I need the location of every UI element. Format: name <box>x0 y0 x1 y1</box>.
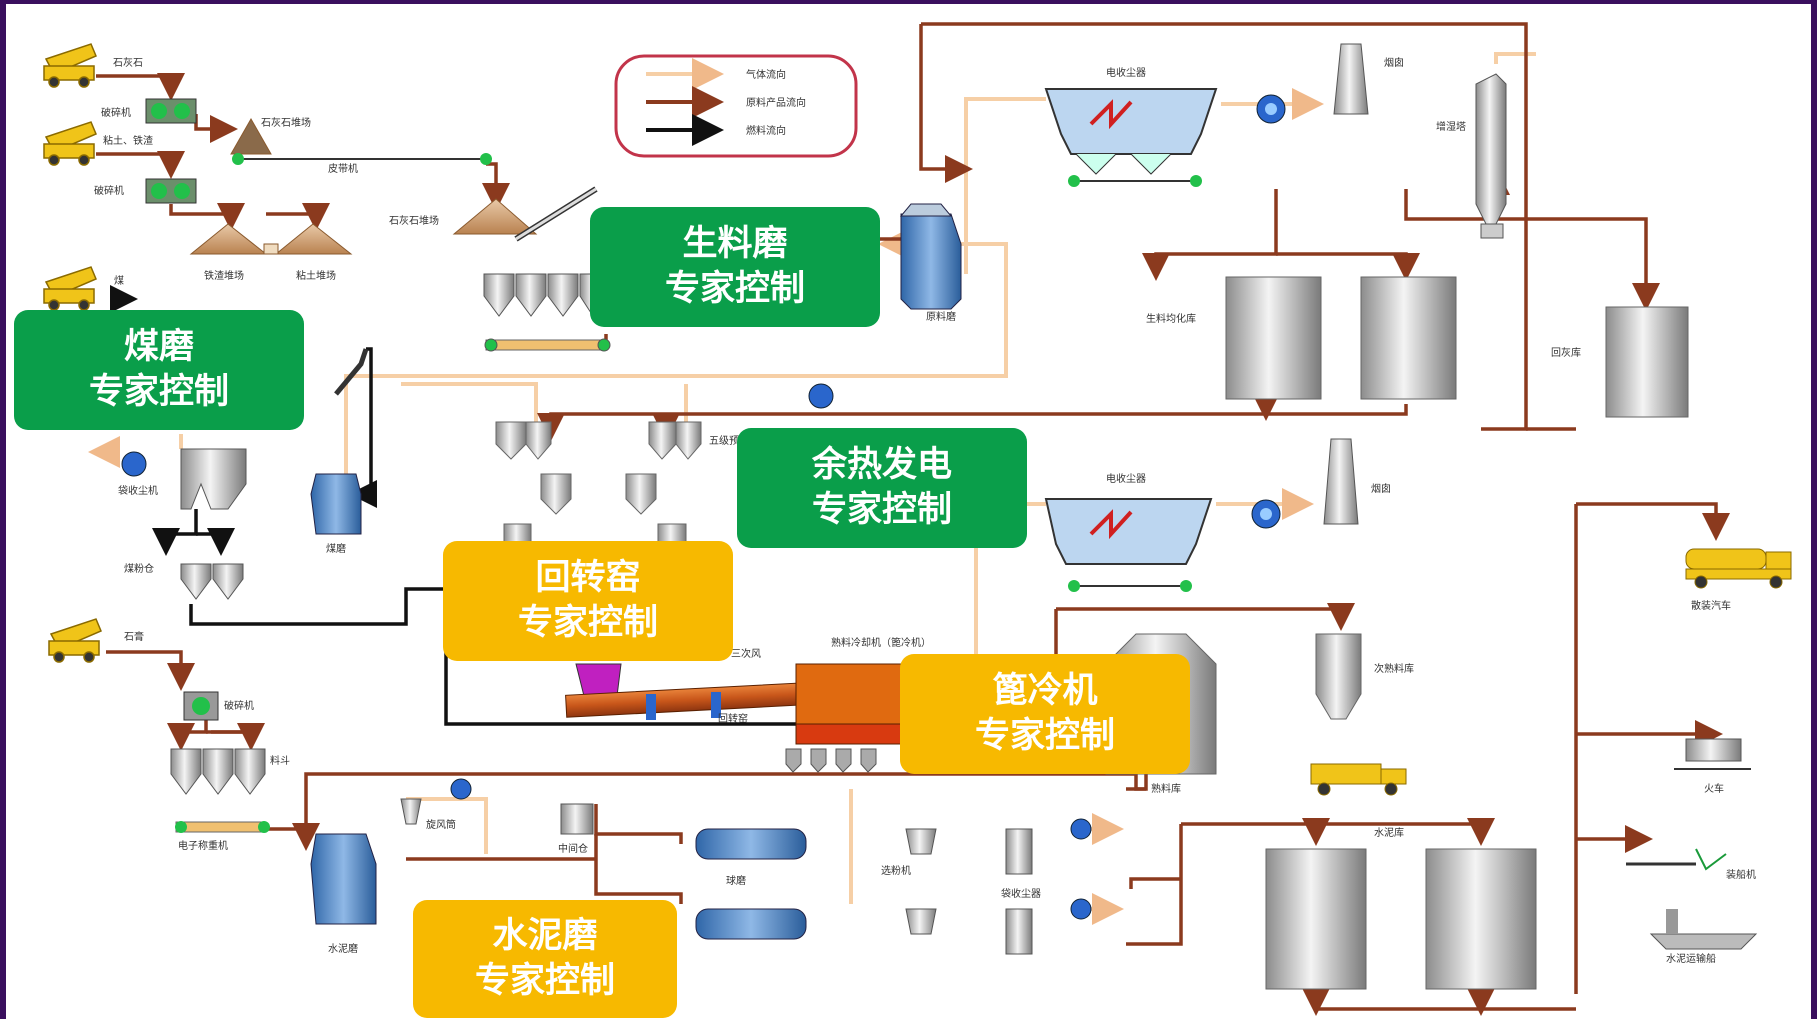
callout-cement-mill: 水泥磨 专家控制 <box>413 900 677 1018</box>
label-chimney2: 烟囱 <box>1371 482 1391 495</box>
esp-1 <box>1046 44 1368 187</box>
legend-box <box>616 56 856 156</box>
truck-clay <box>44 122 96 165</box>
label-tertiary-air: 三次风 <box>731 647 761 660</box>
callout-raw-mill-line1: 生料磨 <box>590 222 880 267</box>
chimney-2 <box>1324 439 1358 524</box>
label-coal: 煤 <box>114 274 124 287</box>
label-ball-mill: 球磨 <box>726 874 746 887</box>
fan-preheater <box>809 384 833 408</box>
legend-fuel-label: 燃料流向 <box>746 124 786 137</box>
label-coal-bin: 煤粉仓 <box>124 562 154 575</box>
label-ash: 回灰库 <box>1551 346 1581 359</box>
label-ship: 水泥运输船 <box>1666 952 1716 965</box>
callout-kiln-line2: 专家控制 <box>443 601 733 646</box>
label-clinker-store: 熟料库 <box>1151 782 1181 795</box>
callout-waste-heat-line1: 余热发电 <box>737 443 1027 488</box>
callout-cooler: 篦冷机 专家控制 <box>900 654 1190 774</box>
label-clay-yard: 粘土堆场 <box>296 269 336 282</box>
label-crusher1: 破碎机 <box>101 106 131 119</box>
label-bag-collector: 袋收尘机 <box>118 484 158 497</box>
label-cement-silo: 水泥库 <box>1374 826 1404 839</box>
callout-raw-mill-line2: 专家控制 <box>590 267 880 312</box>
callout-cement-mill-line1: 水泥磨 <box>413 914 677 959</box>
storage-silos-top <box>1226 277 1688 417</box>
label-kiln: 回转窑 <box>718 712 748 725</box>
legend-gas-label: 气体流向 <box>746 68 786 81</box>
ship-loader <box>1626 849 1756 949</box>
train <box>1674 739 1751 769</box>
truck-secondary <box>1311 764 1406 795</box>
truck-coal <box>44 267 96 310</box>
label-esp1: 电收尘器 <box>1106 66 1146 79</box>
label-loader: 装船机 <box>1726 868 1756 881</box>
callout-waste-heat-line2: 专家控制 <box>737 488 1027 533</box>
label-crusher3: 破碎机 <box>224 699 254 712</box>
callout-kiln-line1: 回转窑 <box>443 556 733 601</box>
label-hopper: 料斗 <box>270 754 290 767</box>
callout-cooler-line1: 篦冷机 <box>900 669 1190 714</box>
label-crusher2: 破碎机 <box>94 184 124 197</box>
process-flow-diagram: 气体流向 原料产品流向 燃料流向 <box>6 4 1811 1019</box>
label-esp2: 电收尘器 <box>1106 472 1146 485</box>
label-cyclone: 旋风筒 <box>426 818 456 831</box>
callout-raw-mill: 生料磨 专家控制 <box>590 207 880 327</box>
label-bag-filter2: 袋收尘器 <box>1001 887 1041 900</box>
callout-kiln: 回转窑 专家控制 <box>443 541 733 661</box>
label-iron-yard: 铁渣堆场 <box>204 269 244 282</box>
stockpiles <box>191 119 536 254</box>
label-chimney1: 烟囱 <box>1384 56 1404 69</box>
label-cooler: 熟料冷却机（篦冷机） <box>831 636 931 649</box>
bulk-truck <box>1686 549 1791 588</box>
label-gypsum: 石膏 <box>124 630 144 643</box>
truck-limestone <box>44 44 96 87</box>
label-limestone: 石灰石 <box>113 56 143 69</box>
esp-2 <box>1046 439 1358 592</box>
label-humidifier: 增湿塔 <box>1436 120 1466 133</box>
label-scale: 电子称重机 <box>178 839 228 852</box>
callout-coal-mill-line2: 专家控制 <box>14 370 304 415</box>
preheater-towers <box>496 422 701 554</box>
callout-cement-mill-line2: 专家控制 <box>413 959 677 1004</box>
label-secondary-store: 次熟料库 <box>1374 662 1414 675</box>
label-coal-mill: 煤磨 <box>326 542 346 555</box>
label-limestone-yard2: 石灰石堆场 <box>389 214 439 227</box>
label-cement-mill: 水泥磨 <box>328 942 358 955</box>
label-belt: 皮带机 <box>328 162 358 175</box>
label-separator: 选粉机 <box>881 864 911 877</box>
raw-mill <box>901 204 961 309</box>
truck-gypsum <box>49 619 101 662</box>
legend: 气体流向 原料产品流向 燃料流向 <box>616 56 856 156</box>
label-bulk-truck: 散装汽车 <box>1691 599 1731 612</box>
callout-coal-mill-line1: 煤磨 <box>14 325 304 370</box>
label-train: 火车 <box>1704 782 1724 795</box>
legend-material-label: 原料产品流向 <box>746 96 806 109</box>
label-clay-iron: 粘土、铁渣 <box>103 134 153 147</box>
callout-waste-heat: 余热发电 专家控制 <box>737 428 1027 548</box>
callout-cooler-line2: 专家控制 <box>900 714 1190 759</box>
humidifier-tower <box>1476 74 1506 238</box>
label-homog: 生料均化库 <box>1146 312 1196 325</box>
callout-coal-mill: 煤磨 专家控制 <box>14 310 304 430</box>
label-limestone-yard: 石灰石堆场 <box>261 116 311 129</box>
label-raw-mill: 原料磨 <box>926 310 956 323</box>
chimney-1 <box>1334 44 1368 114</box>
label-mid-bin: 中间仓 <box>558 842 588 855</box>
coal-system <box>122 449 361 599</box>
